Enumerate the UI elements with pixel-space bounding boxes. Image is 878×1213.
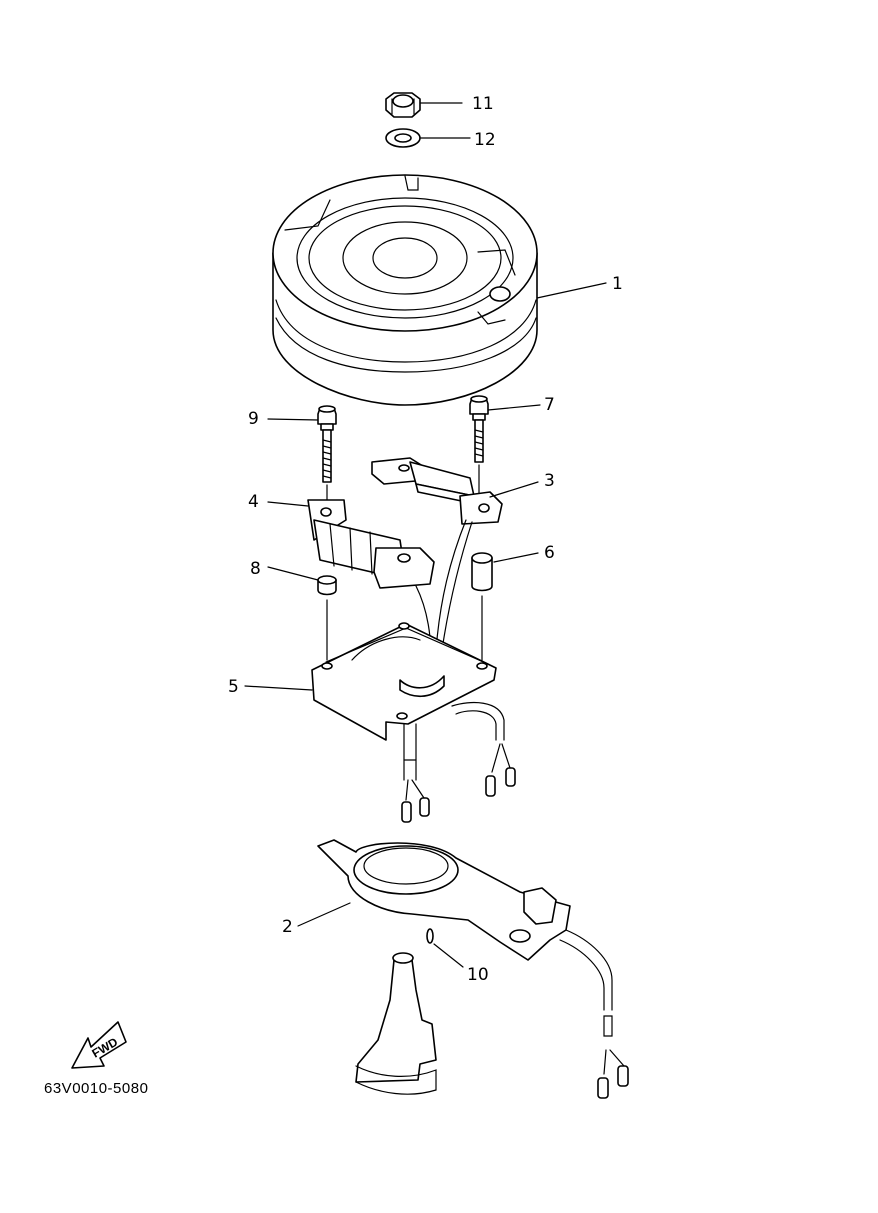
diagram-part-number: 63V0010-5080 bbox=[44, 1080, 148, 1097]
callout-12: 12 bbox=[474, 130, 496, 150]
bolt-right-part bbox=[469, 395, 489, 501]
collar-left-part bbox=[317, 575, 337, 661]
key-part bbox=[426, 928, 434, 944]
fwd-arrow-icon: FWD bbox=[71, 1021, 127, 1069]
washer-part bbox=[385, 128, 421, 148]
pulser-coil-part bbox=[371, 457, 503, 651]
callout-5: 5 bbox=[228, 677, 239, 697]
callout-10: 10 bbox=[467, 965, 489, 985]
callout-9: 9 bbox=[248, 409, 259, 429]
callout-11: 11 bbox=[472, 94, 494, 114]
callout-8: 8 bbox=[250, 559, 261, 579]
charge-coil-part bbox=[307, 499, 435, 661]
nut-part bbox=[385, 92, 421, 118]
callout-4: 4 bbox=[248, 492, 259, 512]
collar-right-part bbox=[471, 552, 493, 661]
flywheel-part bbox=[272, 174, 538, 406]
crankshaft-part bbox=[355, 952, 437, 1095]
callout-1: 1 bbox=[612, 274, 623, 294]
callout-2: 2 bbox=[282, 917, 293, 937]
leader-lines bbox=[244, 102, 607, 968]
plate-part bbox=[317, 839, 629, 1099]
callout-3: 3 bbox=[544, 471, 555, 491]
callout-6: 6 bbox=[544, 543, 555, 563]
callout-labels: 11 12 1 9 7 3 4 6 8 5 2 10 bbox=[228, 94, 623, 985]
callout-7: 7 bbox=[544, 395, 555, 415]
bolt-left-part bbox=[317, 405, 337, 509]
base-part bbox=[311, 622, 516, 823]
